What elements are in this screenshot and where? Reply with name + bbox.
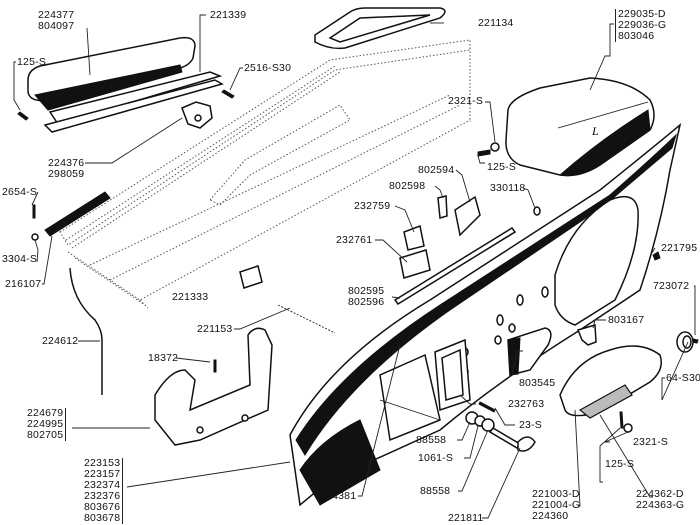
label-bracket-232763: 232763	[508, 398, 545, 410]
label-washer-1061: 1061-S	[418, 452, 454, 464]
pad-part	[44, 191, 111, 237]
svg-text:L: L	[591, 124, 599, 138]
label-lockwasher-top: 2321-S	[448, 95, 484, 107]
wing-bolt-part	[465, 401, 536, 452]
label-screw-hinge: 2516-S30	[244, 62, 292, 74]
label-screw-left-top: 125-S	[17, 56, 47, 68]
label-knob-723072: 723072	[653, 280, 690, 292]
leader-lines	[13, 14, 696, 519]
label-screw-18372: 18372	[148, 352, 179, 364]
label-chain-221153: 221153	[197, 323, 233, 335]
label-wingbolt-221811: 221811	[448, 512, 484, 524]
label-screw-125-bottom: 125-S	[605, 458, 635, 470]
label-rod-224612: 224612	[42, 335, 79, 347]
glovebox-door-part	[27, 36, 224, 133]
label-pad-216107: 216107	[5, 278, 42, 290]
label-screw-top: 125-S	[487, 161, 517, 173]
hinge-bracket-part	[181, 101, 213, 129]
label-rivet-2654: 2654-S	[2, 186, 38, 198]
cluster-housing-part: L	[505, 77, 655, 177]
knob-part	[676, 331, 694, 353]
chain-part	[277, 304, 336, 334]
label-clip-802598: 802598	[389, 180, 426, 192]
side-cover-part	[559, 345, 662, 419]
label-screw-64-530: 64-S30	[666, 372, 700, 384]
label-clip-802594: 802594	[418, 164, 455, 176]
support-bracket-part	[154, 327, 273, 446]
label-windshield-frame-gasket: 221134	[478, 17, 514, 29]
gasket-part	[314, 7, 446, 50]
label-plate-232761: 232761	[336, 234, 373, 246]
strip-part	[393, 227, 517, 305]
label-clip-803167: 803167	[608, 314, 645, 326]
label-ashtray-803545: 803545	[519, 377, 556, 389]
label-clip-221795: 221795	[661, 242, 698, 254]
label-door-hinge-bar: 221339	[210, 9, 247, 21]
small-brackets	[399, 195, 481, 279]
rod-part	[69, 267, 103, 395]
label-washer-3304: 3304-S	[2, 253, 38, 265]
label-block-221333: 221333	[172, 291, 209, 303]
screw-icons	[17, 89, 699, 433]
clip-part	[576, 324, 597, 346]
label-lockwasher-2321-bottom: 2321-S	[633, 436, 669, 448]
label-plate-232759: 232759	[354, 200, 391, 212]
panel-top-pad	[59, 39, 471, 309]
ashtray-part	[379, 327, 552, 442]
label-brace-224381: 224381	[320, 490, 357, 502]
label-washer-88558-b: 88558	[420, 485, 451, 497]
block-part	[239, 265, 263, 289]
label-pin-23: 23-S	[519, 419, 542, 431]
label-washer-88558-a: 88558	[416, 434, 447, 446]
label-grommet-330118: 330118	[490, 182, 526, 194]
